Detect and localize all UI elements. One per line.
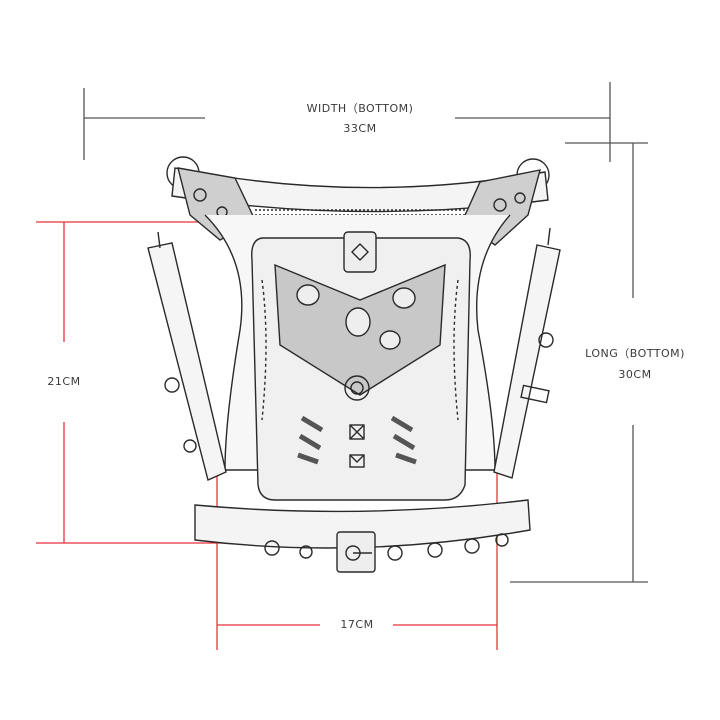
width-dimension-lines — [83, 82, 611, 162]
long-dimension-lines — [510, 142, 648, 583]
bottom-span-lines — [216, 470, 498, 650]
width-label: WIDTH（BOTTOM) — [306, 102, 414, 115]
bag-drawing — [147, 156, 561, 573]
long-value: 30CM — [618, 368, 652, 381]
bottom-span-value: 17CM — [340, 618, 374, 631]
long-label: LONG（BOTTOM) — [585, 347, 685, 360]
height-value: 21CM — [47, 375, 81, 388]
width-value: 33CM — [343, 122, 377, 135]
